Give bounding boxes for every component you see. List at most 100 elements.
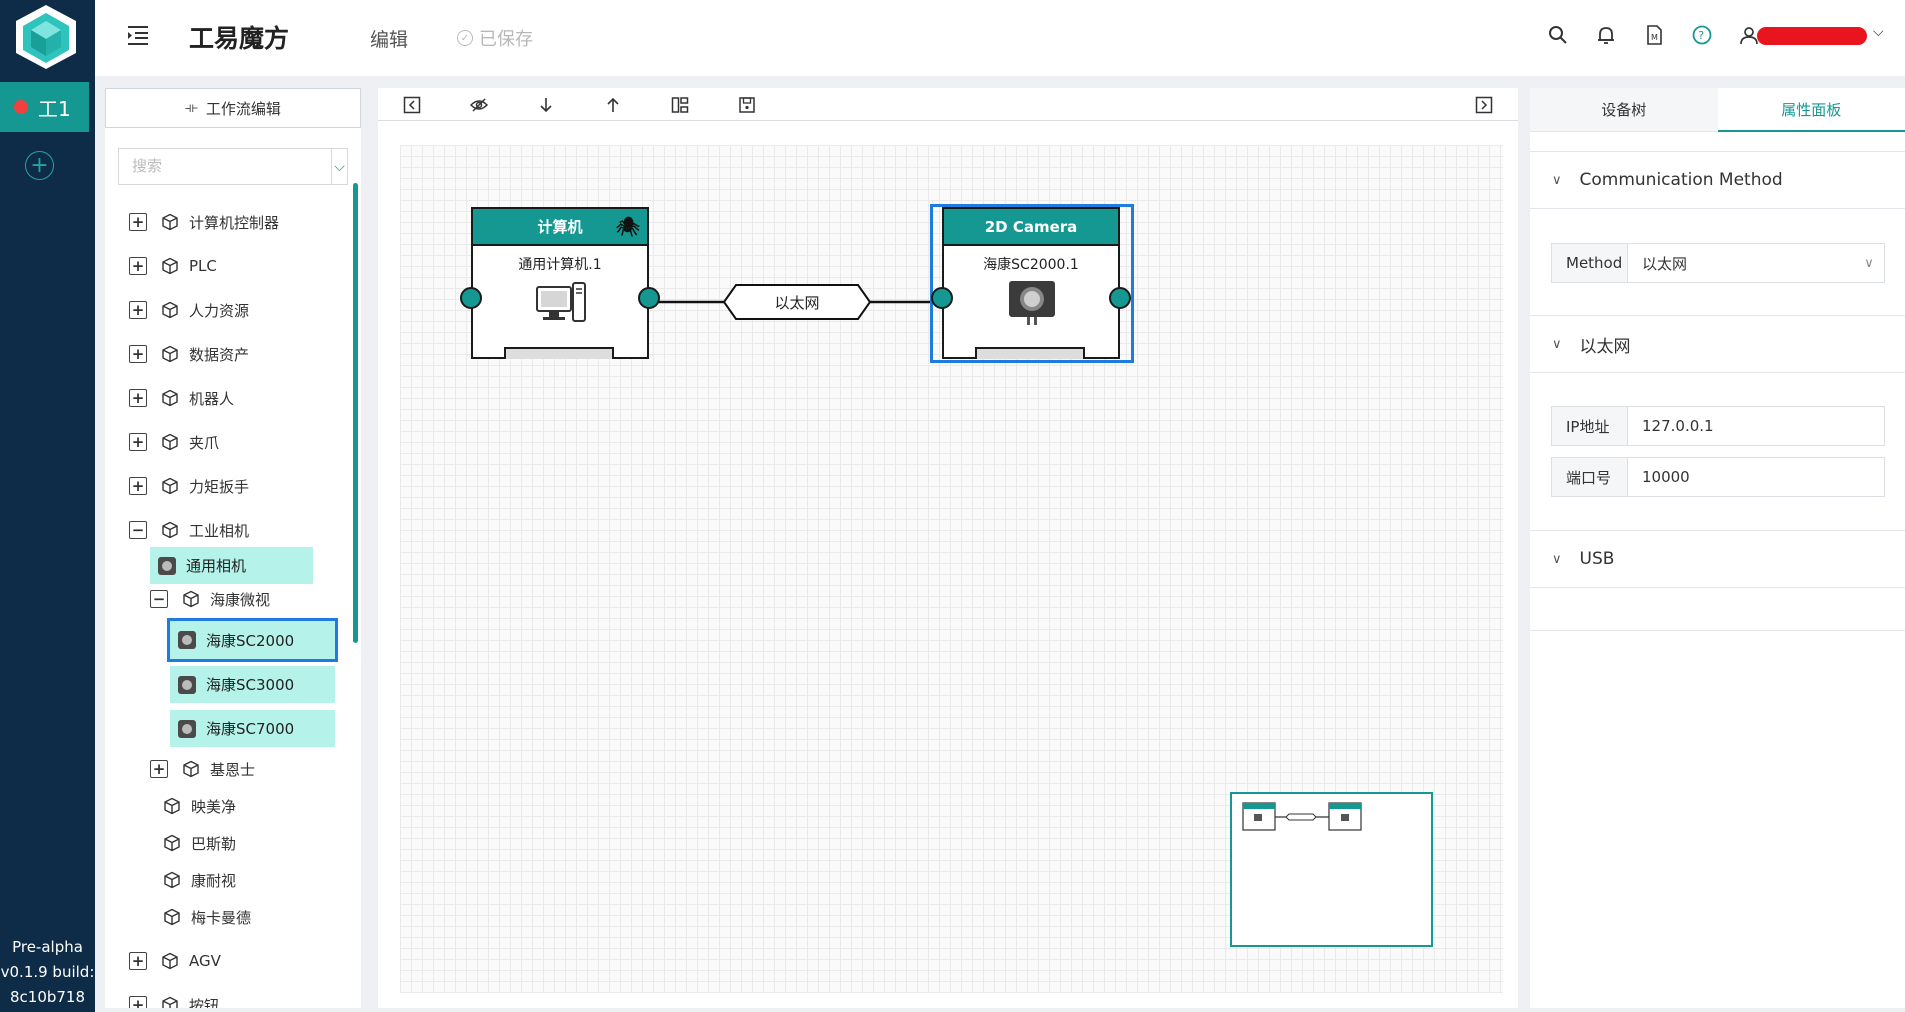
expand-icon[interactable]: + <box>129 213 147 231</box>
app-title: 工易魔方 <box>189 24 290 53</box>
tree-item-label: 计算机控制器 <box>189 213 280 232</box>
collapse-icon[interactable]: − <box>129 521 147 539</box>
tree-item[interactable]: + 力矩扳手 <box>129 473 249 499</box>
method-field[interactable]: Method 以太网 ∨ <box>1551 243 1885 283</box>
layout-icon[interactable] <box>670 95 690 115</box>
tab-properties[interactable]: 属性面板 <box>1717 88 1905 132</box>
user-icon[interactable] <box>1738 24 1760 46</box>
tree-item[interactable]: + 夹爪 <box>129 429 219 455</box>
bug-icon[interactable]: 🕷 <box>615 216 640 238</box>
section-title: Communication Method <box>1579 170 1783 190</box>
expand-icon[interactable]: + <box>129 345 147 363</box>
node-header: 计算机 🕷 <box>473 209 647 246</box>
tree-scrollbar[interactable] <box>353 183 358 643</box>
expand-icon[interactable]: + <box>129 257 147 275</box>
section-usb[interactable]: ∨ USB <box>1530 530 1905 588</box>
port-field[interactable]: 端口号 10000 <box>1551 457 1885 497</box>
tree-item[interactable]: + PLC <box>129 253 217 279</box>
tree-item[interactable]: 映美净 <box>163 793 236 819</box>
version-line: v0.1.9 build: <box>0 963 95 981</box>
cube-icon <box>162 257 178 275</box>
output-port[interactable] <box>638 287 660 309</box>
cube-icon <box>164 871 180 889</box>
tree-leaf[interactable]: 通用相机 <box>150 547 313 584</box>
input-port[interactable] <box>931 287 953 309</box>
expand-icon[interactable]: + <box>129 477 147 495</box>
section-ethernet[interactable]: ∨ 以太网 <box>1530 315 1905 373</box>
chevron-down-icon[interactable]: ⌵ <box>331 149 347 184</box>
camera-icon <box>1009 281 1055 325</box>
ip-input[interactable]: 127.0.0.1 <box>1642 417 1714 435</box>
save-icon[interactable] <box>737 95 757 115</box>
tree-leaf[interactable]: 海康SC3000 <box>170 666 335 703</box>
chevron-down-icon[interactable]: ∨ <box>1864 255 1874 271</box>
expand-icon[interactable]: + <box>150 760 168 778</box>
cube-icon <box>183 590 199 608</box>
workflow-edit-label: 工作流编辑 <box>205 99 281 118</box>
tree-item[interactable]: + 人力资源 <box>129 297 249 323</box>
version-line: 8c10b718 <box>9 988 86 1006</box>
method-select-value[interactable]: 以太网 <box>1642 254 1688 273</box>
node-footer <box>975 347 1085 359</box>
computer-node[interactable]: 计算机 🕷 通用计算机.1 <box>460 207 660 359</box>
add-workspace-button[interactable]: + <box>25 151 54 180</box>
tree-item[interactable]: 梅卡曼德 <box>163 904 251 930</box>
workflow-edit-button[interactable]: ⟛ 工作流编辑 <box>105 88 361 128</box>
tree-item-label: 力矩扳手 <box>189 477 250 496</box>
output-port[interactable] <box>1109 287 1131 309</box>
tree-item[interactable]: − 工业相机 <box>129 517 249 543</box>
collapse-right-icon[interactable] <box>1474 95 1494 115</box>
eye-off-icon[interactable] <box>469 95 489 115</box>
svg-text:?: ? <box>1698 29 1704 42</box>
search-input[interactable] <box>119 149 331 184</box>
port-input[interactable]: 10000 <box>1642 468 1690 486</box>
camera-node[interactable]: 2D Camera 海康SC2000.1 <box>931 207 1131 359</box>
tree-leaf-selected[interactable]: 海康SC2000 <box>167 618 338 662</box>
expand-icon[interactable]: + <box>129 389 147 407</box>
tab-device-tree[interactable]: 设备树 <box>1530 88 1718 132</box>
link-label-shape[interactable] <box>722 283 872 321</box>
collapse-left-icon[interactable] <box>402 95 422 115</box>
minimap[interactable] <box>1230 792 1433 947</box>
expand-icon[interactable]: + <box>129 952 147 970</box>
menu-toggle-icon[interactable] <box>125 22 151 48</box>
help-icon[interactable]: ? <box>1691 24 1713 46</box>
input-port[interactable] <box>460 287 482 309</box>
unsaved-dot <box>14 100 28 114</box>
expand-icon[interactable]: + <box>129 996 147 1008</box>
arrow-down-icon[interactable] <box>536 95 556 115</box>
ip-field[interactable]: IP地址 127.0.0.1 <box>1551 406 1885 446</box>
chevron-down-icon: ∨ <box>1552 336 1562 352</box>
tree-item[interactable]: 康耐视 <box>163 867 236 893</box>
user-name-redacted[interactable] <box>1757 27 1867 45</box>
field-label: IP地址 <box>1552 407 1628 445</box>
cube-icon <box>162 213 178 231</box>
tree-leaf-label: 通用相机 <box>186 557 247 575</box>
tree-item[interactable]: + 基恩士 <box>150 756 255 782</box>
selection-outline <box>930 204 1134 363</box>
tree-item[interactable]: − 海康微视 <box>150 586 270 612</box>
tree-item-label: 映美净 <box>191 797 237 816</box>
document-icon[interactable]: M <box>1643 24 1665 46</box>
workspace-tab[interactable]: 工1 <box>0 82 89 132</box>
collapse-icon[interactable]: − <box>150 590 168 608</box>
search-icon[interactable] <box>1547 24 1569 46</box>
edit-mode-label[interactable]: 编辑 <box>370 29 409 51</box>
left-rail: 工1 + Pre-alpha v0.1.9 build: 8c10b718 <box>0 0 95 1012</box>
tree-item[interactable]: + 机器人 <box>129 385 234 411</box>
chevron-down-icon[interactable]: ⌵ <box>1873 24 1884 40</box>
tree-leaf-label: 海康SC2000 <box>206 631 295 650</box>
tree-item[interactable]: + AGV <box>129 948 221 974</box>
arrow-up-icon[interactable] <box>603 95 623 115</box>
tree-item[interactable]: + 计算机控制器 <box>129 209 279 235</box>
tree-leaf[interactable]: 海康SC7000 <box>170 710 335 747</box>
cube-icon <box>162 433 178 451</box>
tree-item[interactable]: 巴斯勒 <box>163 830 236 856</box>
chevron-down-icon: ∨ <box>1552 551 1562 567</box>
tree-item[interactable]: + 数据资产 <box>129 341 249 367</box>
bell-icon[interactable] <box>1595 24 1617 46</box>
section-communication-method[interactable]: ∨ Communication Method <box>1530 151 1905 209</box>
expand-icon[interactable]: + <box>129 433 147 451</box>
expand-icon[interactable]: + <box>129 301 147 319</box>
tree-item[interactable]: + 按钮 <box>129 992 219 1008</box>
